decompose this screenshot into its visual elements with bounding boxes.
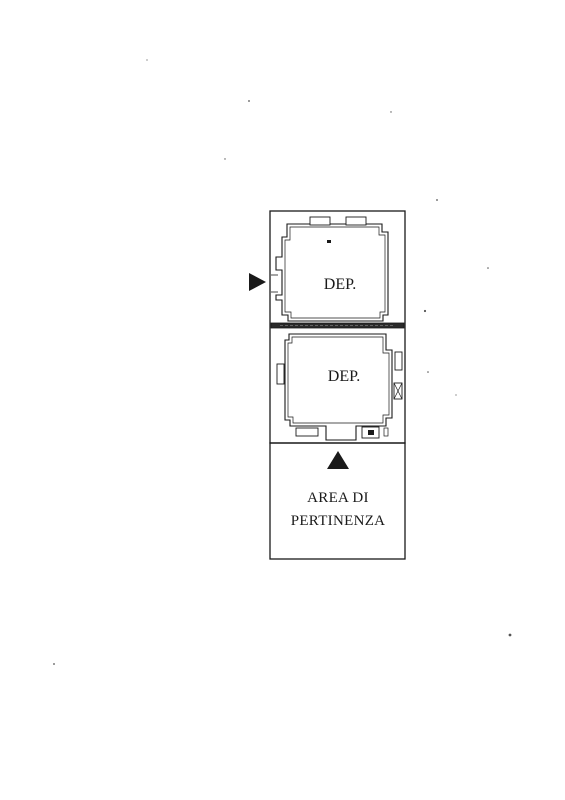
room-upper: DEP. (271, 216, 389, 322)
entrance-arrow-left (249, 273, 266, 291)
area-label-line2: PERTINENZA (291, 513, 386, 529)
area-label-line1: AREA DI (307, 490, 369, 506)
area-outline (269, 442, 406, 560)
scan-specks (53, 59, 512, 665)
window-lower-right (394, 351, 403, 371)
room-lower-label: DEP. (328, 368, 360, 385)
window-lower-bottom (295, 427, 319, 437)
window-upper-2 (345, 216, 367, 226)
window-lower-left (276, 363, 285, 385)
room-upper-label: DEP. (324, 276, 356, 293)
room-upper-wall (275, 223, 389, 322)
room-lower-wall (284, 333, 393, 441)
entrance-arrow-bottom (327, 451, 349, 469)
room-lower: DEP. (276, 333, 403, 441)
window-upper-1 (309, 216, 331, 226)
